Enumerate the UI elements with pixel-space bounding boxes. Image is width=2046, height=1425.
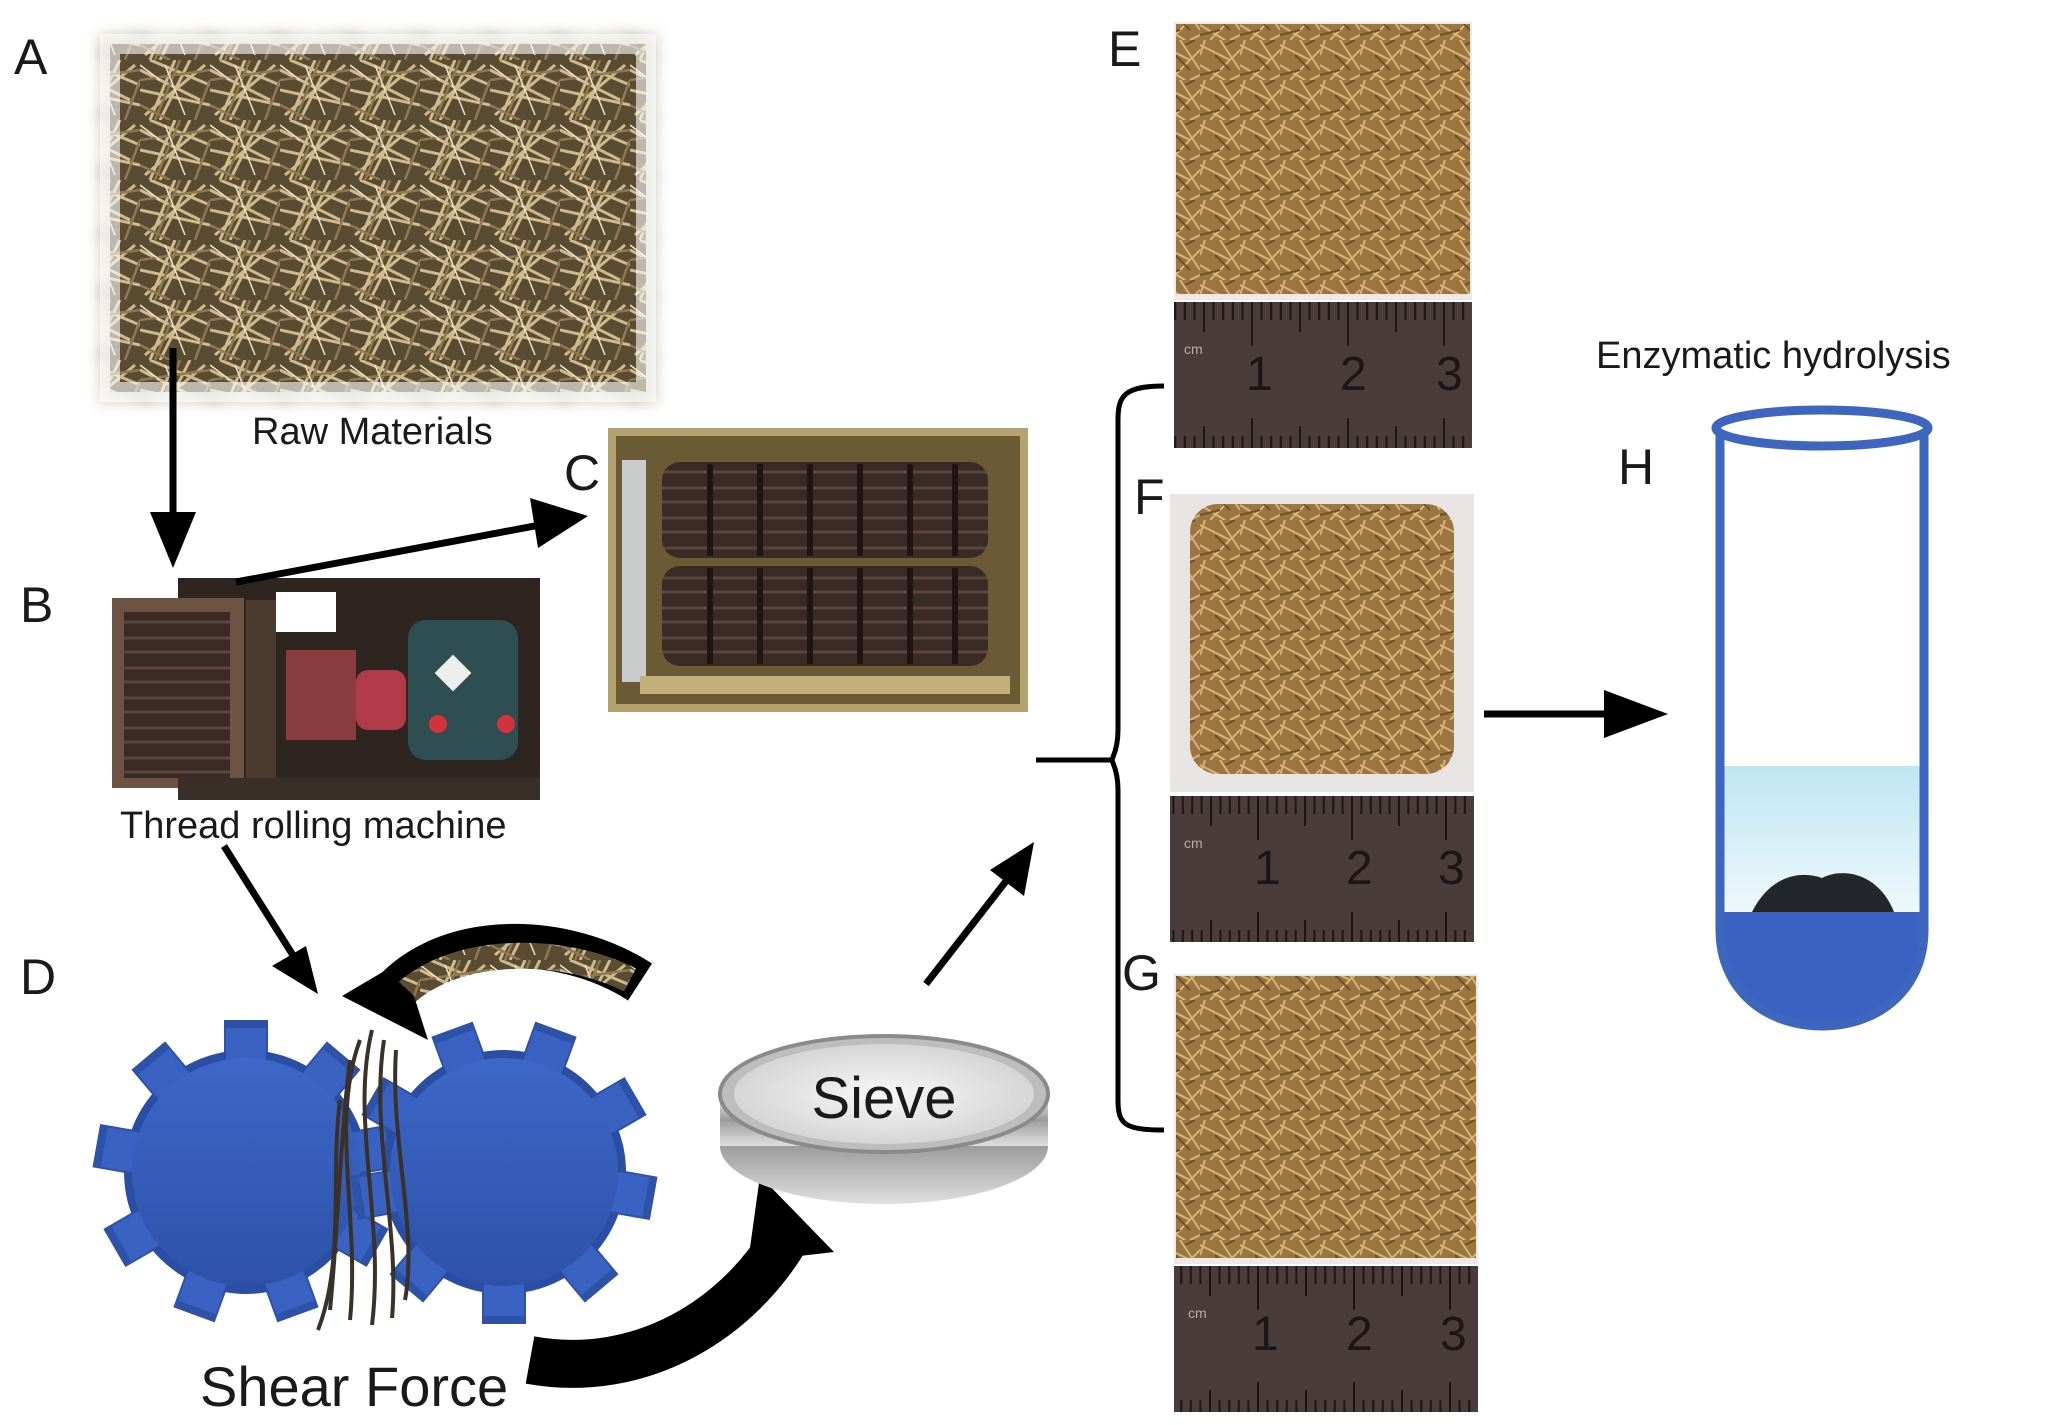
straw-strands [316, 1029, 411, 1331]
gear-right [350, 1021, 658, 1324]
panel-letter-h: H [1618, 439, 1654, 495]
test-tube [1711, 405, 1933, 1031]
arrow-f-to-h [1484, 690, 1668, 738]
ruler-f [1170, 796, 1474, 942]
sample-f-photo [1170, 494, 1474, 792]
ruler-f-tick-2: 2 [1346, 842, 1373, 895]
thread-rolling-machine-photo [112, 578, 540, 800]
ruler-f-unit: cm [1184, 835, 1203, 851]
panel-letter-c: C [564, 445, 600, 501]
ruler-g-tick-1: 1 [1252, 1308, 1279, 1361]
curved-arrow-feed [342, 923, 652, 1040]
ruler-e-labels: cm 1 2 3 [1184, 341, 1463, 401]
ruler-e [1174, 302, 1472, 448]
panel-letter-g: G [1122, 945, 1161, 1001]
sample-g-photo [1174, 974, 1478, 1264]
ruler-f-tick-3: 3 [1438, 842, 1465, 895]
ruler-e-tick-3: 3 [1436, 348, 1463, 401]
panel-letter-d: D [20, 949, 56, 1005]
panel-letter-b: B [20, 577, 53, 633]
shear-force-caption: Shear Force [200, 1355, 508, 1418]
panel-letter-a: A [14, 29, 48, 85]
ruler-f-tick-1: 1 [1254, 842, 1281, 895]
ruler-e-ticks [1174, 302, 1465, 448]
curved-arrow-to-sieve [525, 1176, 834, 1388]
arrow-b-to-c [235, 498, 588, 586]
ruler-g-tick-2: 2 [1346, 1308, 1373, 1361]
arrow-sieve-to-samples [923, 842, 1034, 987]
ruler-e-unit: cm [1184, 341, 1203, 357]
ruler-e-tick-2: 2 [1340, 348, 1367, 401]
raw-materials-caption: Raw Materials [252, 411, 493, 453]
sample-e-photo [1174, 22, 1472, 300]
ruler-g-tick-3: 3 [1440, 1308, 1467, 1361]
ruler-g-labels: cm 1 2 3 [1188, 1305, 1467, 1361]
bracket [1036, 383, 1165, 1133]
panel-letter-f: F [1134, 469, 1165, 525]
rollers-close-up-photo [608, 428, 1028, 712]
ruler-g-ticks [1180, 1266, 1471, 1412]
ruler-f-labels: cm 1 2 3 [1184, 835, 1465, 895]
ruler-g-unit: cm [1188, 1305, 1207, 1321]
ruler-f-ticks [1172, 796, 1466, 942]
thread-rolling-machine-caption: Thread rolling machine [120, 805, 507, 847]
arrow-b-to-d [221, 844, 318, 994]
sieve-label: Sieve [811, 1066, 956, 1131]
ruler-g [1174, 1266, 1478, 1412]
ruler-e-tick-1: 1 [1246, 348, 1273, 401]
arrow-a-to-b [150, 348, 196, 568]
panel-letter-e: E [1108, 21, 1141, 77]
raw-materials-photo [98, 32, 658, 404]
sieve-illustration [718, 1034, 1050, 1204]
enzymatic-hydrolysis-title: Enzymatic hydrolysis [1596, 335, 1951, 377]
